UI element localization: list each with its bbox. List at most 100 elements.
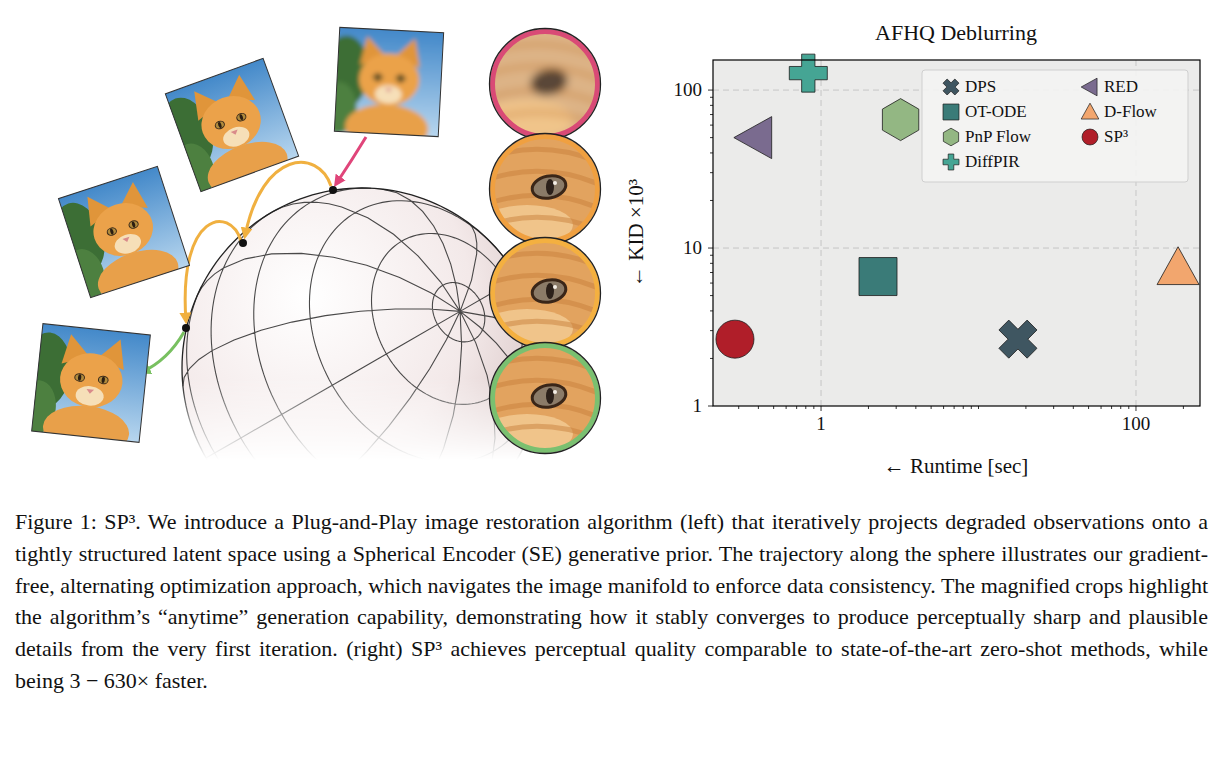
figure-art-part <box>58 166 189 297</box>
sphere-outline <box>182 188 542 548</box>
figure-art-part <box>165 58 298 191</box>
figure-art-part <box>334 27 443 136</box>
trajectory-point <box>239 239 247 247</box>
tick-label: 100 <box>674 80 703 101</box>
figure-art-part <box>101 377 105 384</box>
tick-label: 100 <box>1122 414 1151 435</box>
figure-art-part <box>220 123 252 150</box>
figure-art-part <box>122 237 130 243</box>
figure-art-part <box>530 68 568 97</box>
figure-art-part <box>490 343 601 454</box>
figure-art-part <box>78 374 82 381</box>
figure-art-part <box>86 195 159 263</box>
figure-art-part <box>490 134 601 245</box>
data-point <box>734 117 772 159</box>
figure-art-part <box>165 58 298 191</box>
plot-frame <box>713 60 1200 406</box>
figure-art-part <box>481 231 607 355</box>
figure-art-part <box>32 324 151 443</box>
figure-art-part <box>98 376 108 385</box>
figure-art-part <box>481 336 607 460</box>
cat-photo <box>149 53 308 213</box>
figure-art-part <box>481 127 607 251</box>
figure-art-part <box>481 336 607 460</box>
figure-caption: Figure 1: SP³. We introduce a Plug-and-P… <box>15 506 1208 697</box>
figure-art-part <box>546 283 554 299</box>
figure-art-part <box>217 122 222 129</box>
magnified-crop <box>481 336 607 460</box>
scatter-chart <box>708 54 1200 411</box>
figure-art-part <box>530 277 568 306</box>
figure-art-part <box>58 166 189 297</box>
magnified-crop <box>481 231 607 355</box>
chart-title: AFHQ Deblurring <box>875 21 1037 45</box>
figure-art-part <box>32 324 151 443</box>
legend-label: SP³ <box>1104 128 1128 147</box>
figure-art-part <box>385 88 392 93</box>
legend-label: OT-ODE <box>965 103 1027 122</box>
figure-art-part <box>481 127 607 251</box>
figure-art-part <box>112 231 144 257</box>
legend-label: DPS <box>965 78 996 97</box>
sphere-grid <box>183 188 541 548</box>
figure-art-part <box>373 73 383 81</box>
figure-art-part <box>57 350 125 410</box>
legend-frame <box>922 70 1188 182</box>
figure-art-part <box>58 166 189 297</box>
data-point <box>716 320 754 358</box>
legend-label: D-Flow <box>1104 103 1157 122</box>
tick-label: 1 <box>816 414 826 435</box>
sphere-body <box>182 188 542 548</box>
data-point <box>999 320 1037 358</box>
figure-art-part <box>546 388 554 404</box>
figure-art-part <box>374 84 402 104</box>
figure-art-part <box>334 27 443 136</box>
trajectory-arrow <box>336 137 366 184</box>
trajectory-arrow <box>185 222 241 321</box>
figure-art-part <box>546 179 554 195</box>
legend-label: DiffPIR <box>965 153 1019 172</box>
figure-art-part <box>344 102 430 136</box>
legend-marker <box>1082 129 1098 145</box>
figure-art-part <box>194 88 268 157</box>
figure-art-part <box>530 173 568 202</box>
figure-art-part <box>128 220 139 230</box>
cat-photo <box>42 161 198 318</box>
data-point <box>1157 247 1199 285</box>
figure-art-part <box>32 324 151 443</box>
data-point <box>882 99 918 141</box>
axis-tick <box>708 406 713 407</box>
figure-art-part <box>490 238 601 349</box>
trajectory-point <box>182 324 190 332</box>
axis-label: ← Runtime [sec] <box>884 455 1029 478</box>
legend-marker <box>1081 103 1099 119</box>
figure-art-part <box>708 90 713 406</box>
figure-art-part <box>376 74 379 80</box>
figure-art-part <box>493 346 598 451</box>
figure-art-part <box>106 227 117 237</box>
figure-art-part <box>530 382 568 411</box>
figure-art-part <box>493 241 598 346</box>
legend-marker <box>943 128 958 146</box>
figure-art-part <box>239 114 244 121</box>
figure-art-part <box>481 231 607 355</box>
figure-art-part <box>41 402 132 443</box>
figure-art-part <box>75 385 105 407</box>
figure-art-part <box>481 22 607 146</box>
axis-tick <box>1135 406 1136 411</box>
latent-sphere <box>182 188 542 548</box>
cat-photo <box>14 318 155 461</box>
figure-art-part <box>493 32 598 137</box>
legend-label: PnP Flow <box>965 128 1031 147</box>
axis-label: ← KID ×10³ <box>625 179 648 287</box>
figure-art-part <box>399 75 402 81</box>
legend-marker <box>943 104 959 120</box>
figure-art-part <box>182 186 337 332</box>
trajectory-point <box>329 186 337 194</box>
legend-label: RED <box>1104 78 1138 97</box>
figure-art-part <box>165 58 298 191</box>
figure-art-part <box>86 389 94 394</box>
figure-art-part <box>553 390 557 394</box>
axis-tick <box>708 248 713 249</box>
